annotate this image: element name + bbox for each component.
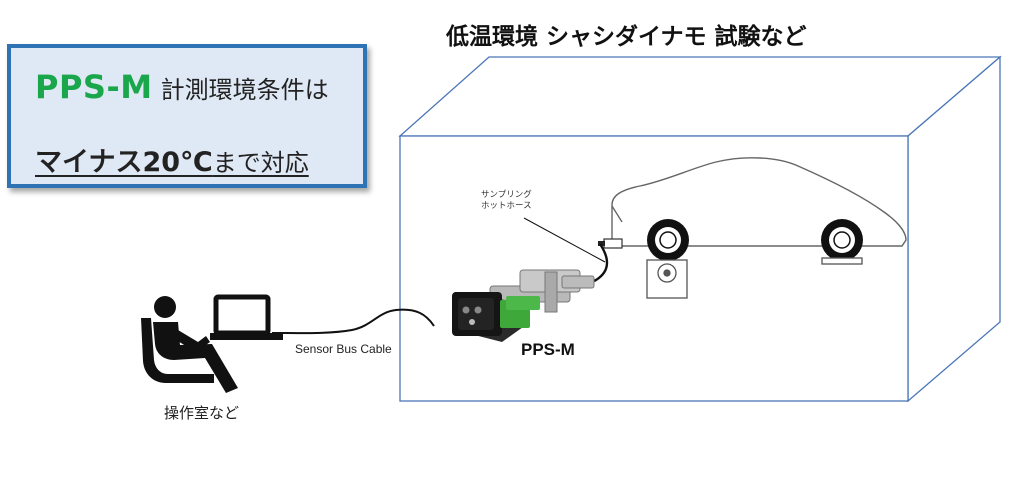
- hose-label-line-2: ホットホース: [481, 201, 532, 211]
- rear-wheel-icon: [821, 219, 863, 261]
- condition-text: 計測環境条件は: [160, 76, 329, 104]
- support-text: まで対応: [212, 149, 309, 177]
- exhaust-connector: [598, 238, 623, 249]
- person-seated-icon: [141, 296, 238, 393]
- dynamometer-roller-icon: [646, 257, 863, 299]
- cable-label: Sensor Bus Cable: [295, 342, 392, 356]
- device-label: PPS-M: [521, 340, 575, 359]
- front-wheel-icon: [647, 219, 689, 261]
- info-line-2: マイナス20℃まで対応: [35, 140, 309, 179]
- laptop-icon: [210, 294, 283, 340]
- operator-room-label: 操作室など: [164, 404, 240, 422]
- car-outline-icon: [611, 157, 907, 247]
- hose-leader-line: [523, 217, 606, 263]
- brand-name: PPS-M: [35, 68, 153, 106]
- sensor-bus-cable: [271, 308, 435, 335]
- minus-temperature: マイナス20℃: [35, 147, 213, 178]
- hose-label-line-1: サンプリング: [481, 190, 532, 200]
- chamber-title: 低温環境 シャシダイナモ 試験など: [446, 24, 807, 50]
- pps-m-device-icon: [452, 269, 595, 342]
- hose-label: サンプリング ホットホース: [481, 190, 532, 212]
- chamber-box: [398, 55, 1002, 403]
